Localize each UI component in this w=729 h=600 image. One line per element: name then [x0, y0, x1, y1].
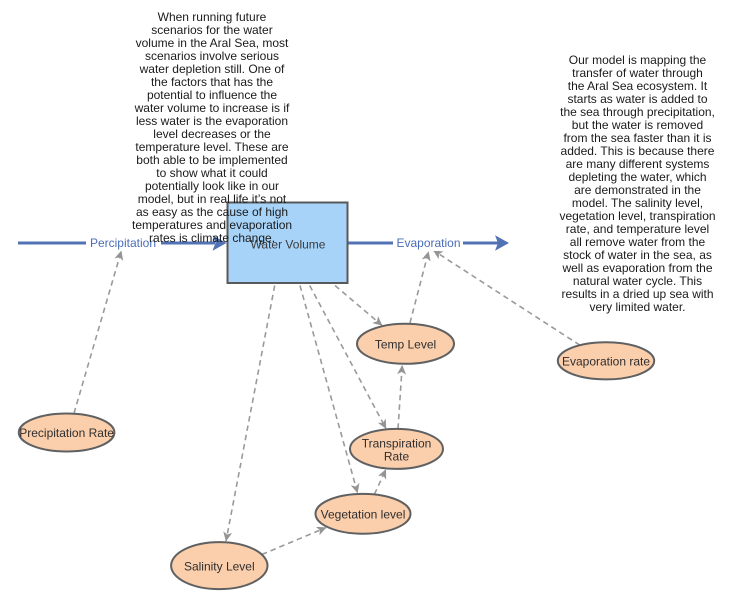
svg-text:Percipitation: Percipitation	[90, 236, 156, 250]
svg-text:Vegetation level: Vegetation level	[321, 507, 406, 521]
svg-text:Transpiration: Transpiration	[362, 437, 432, 451]
svg-text:Precipitation Rate: Precipitation Rate	[19, 426, 114, 440]
svg-text:Water Volume: Water Volume	[251, 238, 326, 252]
svg-text:Rate: Rate	[384, 450, 410, 464]
svg-text:Temp Level: Temp Level	[375, 337, 436, 351]
svg-text:Salinity Level: Salinity Level	[184, 560, 255, 574]
svg-text:Evaporation rate: Evaporation rate	[562, 354, 650, 368]
svg-text:Evaporation: Evaporation	[396, 236, 460, 250]
